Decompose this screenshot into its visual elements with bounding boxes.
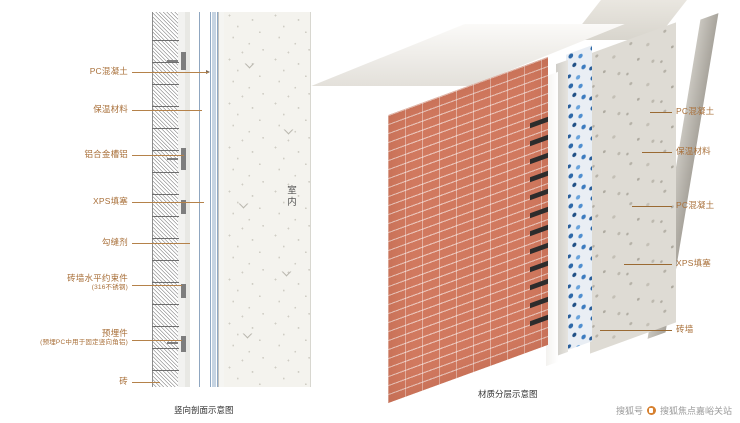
label-text: PC混凝土 [676,106,715,116]
label-embedded-part: 预埋件 (预埋PC中用于固定竖向角铝) [0,328,128,347]
brick-course-line [152,106,179,107]
leader-line [132,202,204,203]
brick-course-line [152,84,179,85]
embedded-part [181,52,186,70]
watermark-prefix: 搜狐号 [615,406,643,416]
label-pc-concrete: PC混凝土 [10,66,128,77]
layer-pc-concrete-hatch [152,12,180,387]
label-insulation: 保温材料 [10,104,128,115]
leader-line [132,110,202,111]
leader-line [624,264,672,265]
watermark-text: 搜狐焦点嘉峪关站 [659,406,732,416]
brick-panel-face [388,56,548,404]
left-diagram-caption: 竖向剖面示意图 [174,405,234,415]
leader-arrow [206,70,210,74]
embedded-part [181,200,186,214]
brick-course-line [152,326,179,327]
label-aluminum-channel: 铝合金槽铝 [10,149,128,160]
label-horizontal-restraint: 砖墙水平约束件 (316不锈钢) [4,273,128,292]
layer-interior [224,12,311,387]
label-pc-concrete-inner: PC混凝土 [676,200,714,211]
brick-course-line [152,348,179,349]
label-brick-wall: 砖墙 [676,324,693,335]
brick-course-line [152,370,179,371]
label-insulation-material: 保温材料 [676,146,711,157]
leader-line [162,72,208,73]
leader-line [132,382,160,383]
brick-course-line [152,194,179,195]
brick-course-line [152,282,179,283]
brick-course-line [152,304,179,305]
label-text: PC混凝土 [89,66,128,76]
label-text: XPS填塞 [676,258,712,268]
label-text: 砖 [119,376,128,386]
embedded-anchor [167,158,178,160]
label-brick: 砖 [10,376,128,387]
label-text: 预埋件 [101,328,128,338]
watermark: 搜狐号 搜狐焦点嘉峪关站 [616,404,732,417]
label-text: PC混凝土 [676,200,715,210]
label-xps-fill-right: XPS填塞 [676,258,711,269]
brick-course-line [152,172,179,173]
embedded-part [181,148,186,170]
label-text: 保温材料 [93,104,128,114]
label-subtext: (316不锈钢) [91,283,128,291]
leader-line [642,152,672,153]
embedded-anchor [167,342,178,344]
leader-line [132,285,182,286]
leader-line [132,243,190,244]
leader-line [132,340,182,341]
label-subtext: (预埋PC中用于固定竖向角铝) [40,338,128,346]
brick-course-line [152,62,179,63]
label-pc-concrete-outer: PC混凝土 [676,106,714,117]
embedded-part [181,336,186,352]
brick-course-line [152,216,179,217]
brick-course-line [152,260,179,261]
label-text: 砖墙 [676,324,694,334]
brick-course-line [152,128,179,129]
leader-line [650,112,672,113]
layered-material-diagram: PC混凝土 保温材料 PC混凝土 XPS填塞 砖墙 材质分层示意图 [311,0,740,423]
brick-course-line [152,150,179,151]
leader-line [132,155,184,156]
label-text: 砖墙水平约束件 [67,273,128,283]
leader-line [600,330,672,331]
label-grouting-agent: 勾缝剂 [10,237,128,248]
sohu-logo-icon [646,406,656,415]
leader-line [632,206,672,207]
embedded-anchor [167,60,178,62]
label-text: 保温材料 [676,146,711,156]
right-diagram-caption: 材质分层示意图 [478,389,538,399]
interior-room-label: 室内 [285,185,296,208]
label-text: 勾缝剂 [101,237,128,247]
label-text: 铝合金槽铝 [84,149,128,159]
label-text: XPS填塞 [92,196,128,206]
leader-line [132,72,162,73]
brick-course-line [152,238,179,239]
concrete-slab-face [590,22,676,354]
insulation-layer-face [566,45,592,351]
embedded-part [181,284,186,298]
layer-stripes [209,12,218,387]
vertical-section-diagram: 室内 PC混凝土 保温材料 铝合金槽铝 XPS填塞 勾缝剂 砖墙水平约束件 (3 [0,0,360,423]
brick-course-line [152,40,179,41]
label-xps-fill: XPS填塞 [10,196,128,207]
